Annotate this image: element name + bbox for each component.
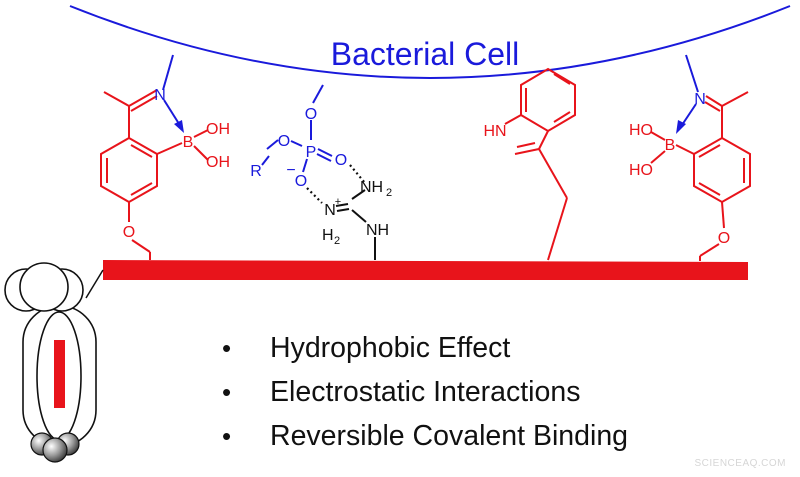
left-n-atom: N xyxy=(154,87,166,104)
cell-membrane-arc xyxy=(69,5,791,79)
right-ho-top: HO xyxy=(629,122,653,139)
right-iminoboronate xyxy=(650,54,751,261)
left-b-atom: B xyxy=(183,134,194,151)
guanidine-n-plus: N xyxy=(324,202,336,219)
watermark: SCIENCEAQ.COM xyxy=(694,458,786,469)
guanidine-h2-upper: 2 xyxy=(386,187,392,199)
carrier-red-core xyxy=(54,340,65,408)
bullet-text: Electrostatic Interactions xyxy=(270,376,581,408)
bullet-text: Reversible Covalent Binding xyxy=(270,420,629,452)
left-oh-top: OH xyxy=(206,121,230,138)
indole-hn: HN xyxy=(483,123,506,140)
p-atom: P xyxy=(306,144,317,161)
right-b-atom: B xyxy=(665,137,676,154)
left-iminoboronate xyxy=(100,54,209,260)
phosphate-group xyxy=(261,84,333,173)
guanidine-nh: NH xyxy=(366,222,389,239)
guanidine-h-lower: H xyxy=(322,227,334,244)
right-ho-bottom: HO xyxy=(629,162,653,179)
left-dative-arrowhead xyxy=(174,120,184,133)
carrier-ball-center xyxy=(42,437,68,463)
hydrogen-bonds xyxy=(306,164,366,204)
o-minus-atom: O xyxy=(295,173,307,190)
guanidine-h2-lower: 2 xyxy=(334,235,340,247)
cell-label: Bacterial Cell xyxy=(331,36,520,72)
o-atom-left: O xyxy=(278,133,290,150)
carrier-particle xyxy=(4,262,97,463)
bullet-hydrophobic: • Hydrophobic Effect xyxy=(222,326,628,370)
bullet-marker: • xyxy=(222,333,232,363)
carrier-head-center xyxy=(19,262,69,312)
bullet-electrostatic: • Electrostatic Interactions xyxy=(222,370,628,414)
guanidine-plus-charge: + xyxy=(335,196,341,208)
right-o-atom: O xyxy=(718,230,730,247)
right-n-atom: N xyxy=(694,91,706,108)
guanidine-n-upper: NH xyxy=(360,179,383,196)
polymer-backbone xyxy=(103,260,748,280)
bullet-marker: • xyxy=(222,421,232,451)
backbone-link-to-particle xyxy=(85,269,104,299)
r-atom: R xyxy=(250,163,262,180)
minus-charge: − xyxy=(286,162,295,179)
right-dative-arrowhead xyxy=(676,120,686,134)
interaction-list: • Hydrophobic Effect • Electrostatic Inter… xyxy=(222,326,628,458)
o-atom-top: O xyxy=(305,106,317,123)
guanidinium-group xyxy=(335,189,376,260)
left-o-atom: O xyxy=(123,224,135,241)
bullet-covalent: • Reversible Covalent Binding xyxy=(222,414,628,458)
bullet-marker: • xyxy=(222,377,232,407)
left-oh-bottom: OH xyxy=(206,154,230,171)
indole-group xyxy=(504,67,576,261)
bullet-text: Hydrophobic Effect xyxy=(270,332,511,364)
o-atom-double: O xyxy=(335,152,347,169)
